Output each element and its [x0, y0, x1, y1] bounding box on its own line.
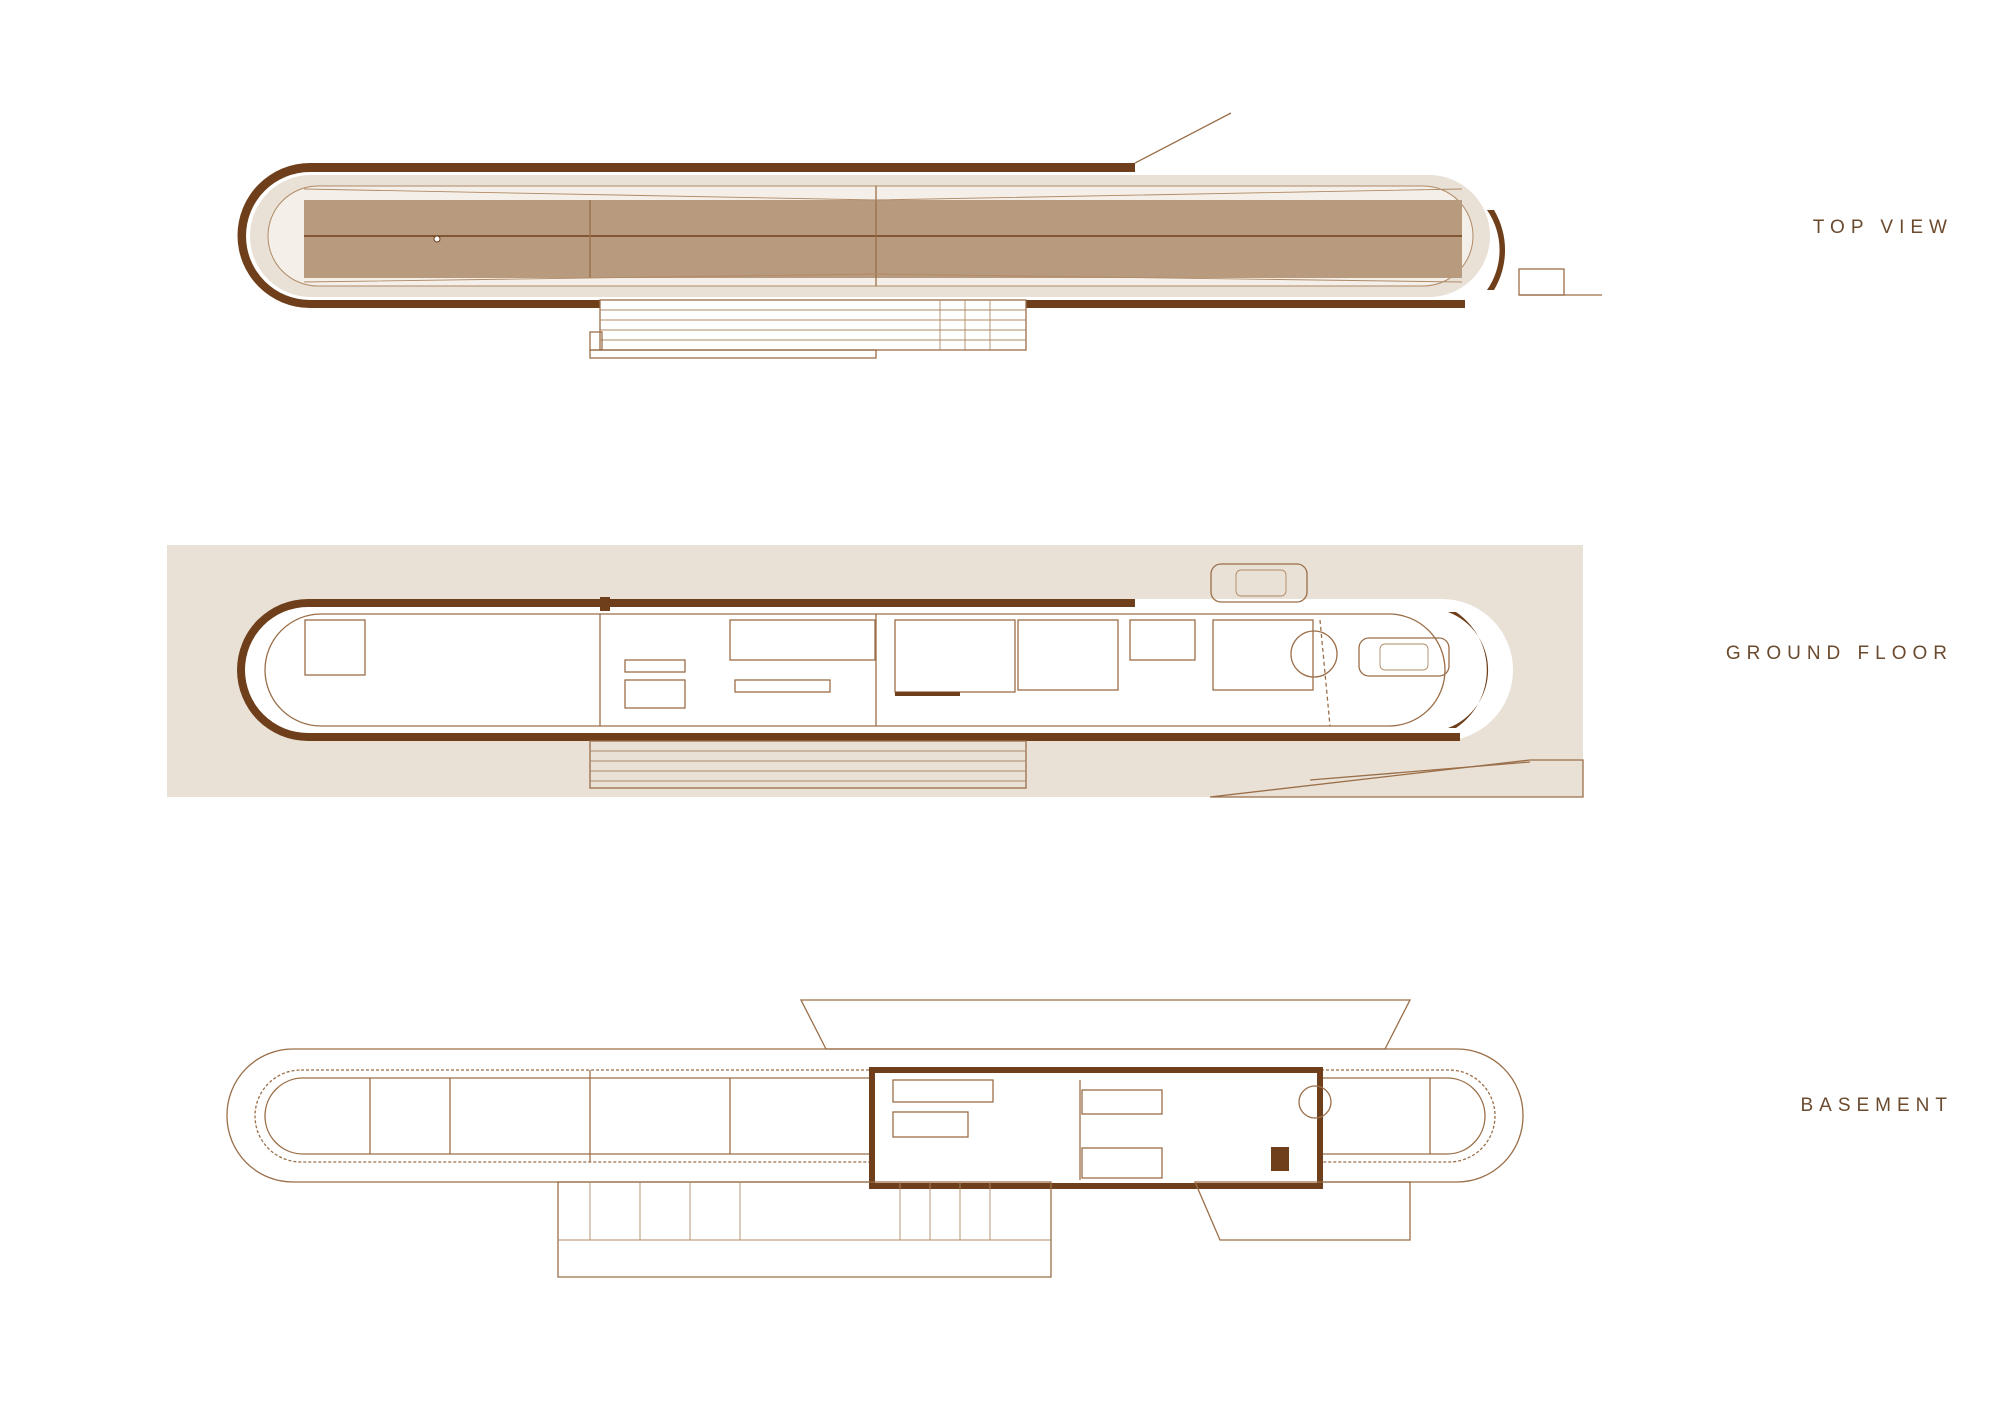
ground-floor-plan [167, 545, 1584, 798]
label-top-view: TOP VIEW [1812, 217, 1953, 238]
top-view-roof [304, 200, 1462, 278]
building-outline [237, 599, 1513, 741]
top-view-right-wall [1026, 300, 1465, 308]
ground-deck [589, 740, 1027, 789]
basement-plan [226, 999, 1524, 1278]
top-view-deck [599, 299, 1027, 351]
spiral-stair [1290, 630, 1338, 678]
top-view-end-cap [1487, 210, 1506, 290]
top-view-plan [237, 112, 1602, 359]
basement-core [869, 1067, 1323, 1189]
car-parked-outside [1210, 563, 1308, 603]
car-in-garage [1358, 637, 1450, 677]
label-basement: BASEMENT [1800, 1095, 1953, 1116]
label-ground-floor: GROUND FLOOR [1725, 643, 1953, 664]
